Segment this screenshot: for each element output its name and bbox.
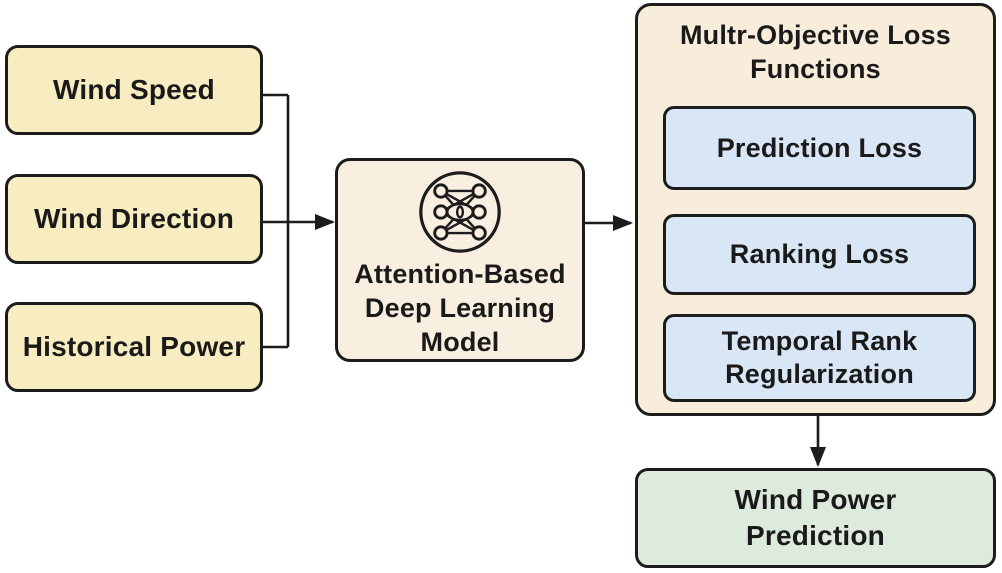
input-box-label: Wind Direction: [33, 203, 235, 234]
loss-item-temporal-rank-regularization: Temporal Rank Regularization: [663, 314, 976, 402]
output-box-wind-power-prediction: Wind Power Prediction: [635, 468, 996, 568]
input-box-wind-direction: Wind Direction: [5, 174, 263, 264]
neural-network-attention-icon: [419, 171, 501, 253]
loss-title-line: Functions: [750, 54, 881, 84]
model-label-line: Model: [420, 327, 500, 357]
input-junction-lines: [263, 93, 290, 349]
output-box-label-line: Wind Power: [734, 484, 897, 515]
loss-container-title: Multr-Objective Loss Functions: [638, 6, 993, 86]
model-box-label: Attention-Based Deep Learning Model: [354, 257, 566, 359]
input-box-label: Wind Speed: [53, 74, 215, 105]
loss-item-ranking-loss: Ranking Loss: [663, 214, 976, 295]
loss-item-label: Prediction Loss: [716, 132, 923, 163]
input-box-wind-speed: Wind Speed: [5, 45, 263, 135]
model-label-line: Attention-Based: [354, 259, 566, 289]
model-box: Attention-Based Deep Learning Model: [335, 158, 585, 362]
loss-title-line: Multr-Objective Loss: [679, 20, 952, 50]
loss-item-label-line: Temporal Rank: [721, 326, 918, 356]
loss-item-label-line: Regularization: [725, 359, 914, 389]
input-box-historical-power: Historical Power: [5, 302, 263, 392]
loss-item-prediction-loss: Prediction Loss: [663, 106, 976, 190]
loss-functions-container: Multr-Objective Loss Functions Predictio…: [635, 3, 996, 416]
input-box-label: Historical Power: [22, 331, 246, 362]
model-label-line: Deep Learning: [364, 293, 556, 323]
output-box-label-line: Prediction: [746, 520, 885, 551]
loss-item-label: Ranking Loss: [729, 239, 910, 269]
